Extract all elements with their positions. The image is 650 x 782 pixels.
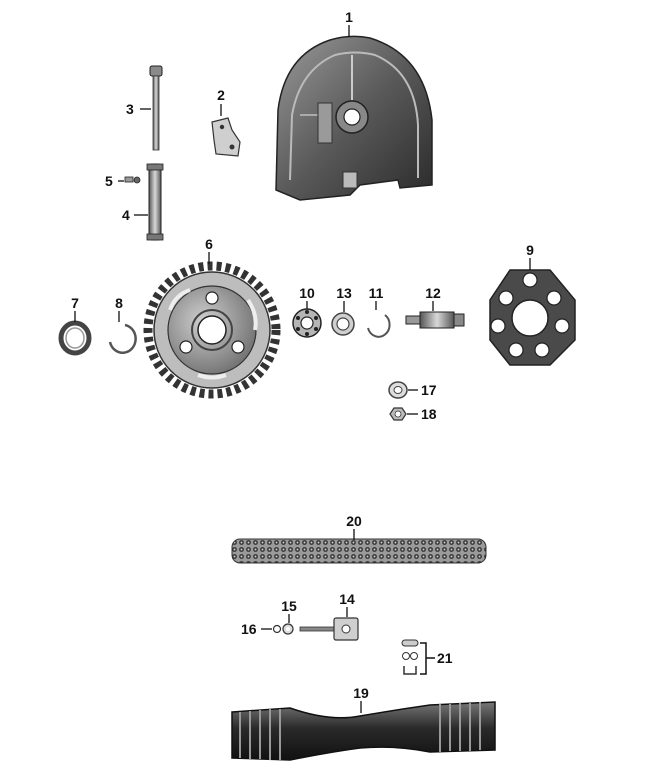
label-part-11: 11 bbox=[368, 285, 384, 301]
part-20-chain bbox=[231, 538, 487, 564]
part-9-damper-carrier bbox=[489, 269, 576, 366]
part-12-pin bbox=[405, 311, 465, 329]
label-part-21: 21 bbox=[437, 650, 453, 666]
label-part-7: 7 bbox=[71, 295, 79, 311]
label-part-5: 5 bbox=[105, 173, 113, 189]
part-15-washer bbox=[282, 623, 294, 635]
label-part-19: 19 bbox=[353, 685, 369, 701]
part-21-master-link bbox=[401, 639, 435, 675]
label-part-2: 2 bbox=[217, 87, 225, 103]
part-3-long-bolt bbox=[149, 65, 163, 151]
part-1-chain-cover bbox=[275, 35, 433, 201]
label-part-6: 6 bbox=[205, 236, 213, 252]
label-part-16: 16 bbox=[241, 621, 257, 637]
part-18-nut bbox=[389, 407, 407, 421]
part-13-spacer bbox=[331, 312, 355, 336]
part-17-washer bbox=[388, 381, 408, 399]
part-4-sleeve bbox=[146, 163, 164, 241]
label-part-8: 8 bbox=[115, 295, 123, 311]
part-14-adjuster bbox=[299, 617, 359, 641]
label-part-12: 12 bbox=[425, 285, 441, 301]
leader-lines bbox=[74, 25, 531, 713]
label-part-9: 9 bbox=[526, 242, 534, 258]
label-part-10: 10 bbox=[299, 285, 315, 301]
label-part-17: 17 bbox=[421, 382, 437, 398]
part-19-chain-boot bbox=[231, 701, 496, 761]
label-part-4: 4 bbox=[122, 207, 130, 223]
part-8-circlip bbox=[108, 323, 137, 355]
part-16-small-nut bbox=[272, 624, 282, 634]
part-5-grease-nipple bbox=[124, 176, 141, 184]
label-part-13: 13 bbox=[336, 285, 352, 301]
label-part-15: 15 bbox=[281, 598, 297, 614]
label-part-18: 18 bbox=[421, 406, 437, 422]
part-10-bearing bbox=[292, 308, 322, 338]
part-2-bracket bbox=[211, 117, 241, 157]
label-part-14: 14 bbox=[339, 591, 355, 607]
part-6-sprocket bbox=[143, 261, 281, 399]
part-11-circlip bbox=[367, 314, 391, 338]
label-part-3: 3 bbox=[126, 101, 134, 117]
label-part-1: 1 bbox=[345, 9, 353, 25]
part-7-ring bbox=[58, 320, 92, 356]
label-part-20: 20 bbox=[346, 513, 362, 529]
